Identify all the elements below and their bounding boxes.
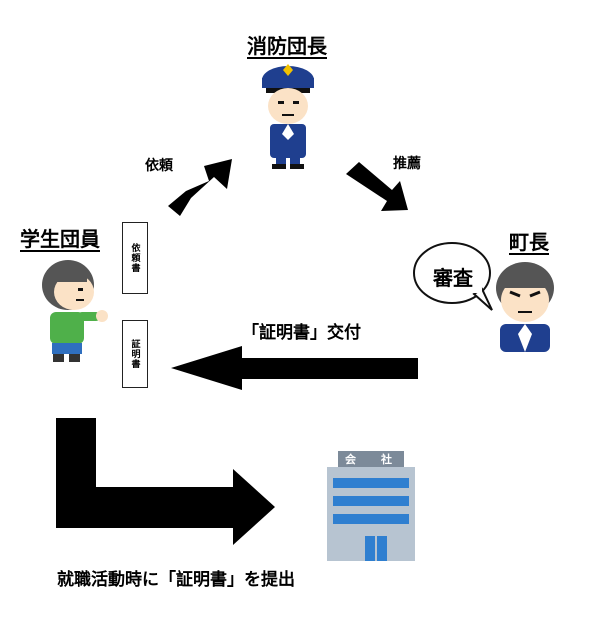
mayor-figure xyxy=(496,262,554,352)
submit-job-label: 就職活動時に「証明書」を提出 xyxy=(57,570,295,590)
building-sign-right: 社 xyxy=(381,453,392,466)
certificate-text: 証明書 xyxy=(129,339,140,369)
student-member-label: 学生団員 xyxy=(20,227,100,251)
certificate-arrow xyxy=(171,346,418,390)
review-speech-text: 審査 xyxy=(433,266,473,290)
request-letter-document: 依頼書 xyxy=(122,222,148,294)
student-figure xyxy=(42,260,108,362)
building-sign-left: 会 xyxy=(345,453,356,466)
certificate-document: 証明書 xyxy=(122,320,148,388)
request-arrow xyxy=(168,159,232,216)
submit-arrow xyxy=(56,418,275,545)
company-building xyxy=(327,451,415,561)
recommend-label: 推薦 xyxy=(393,156,421,172)
request-label: 依頼 xyxy=(145,158,173,174)
fire-chief-label: 消防団長 xyxy=(247,34,327,58)
request-letter-text: 依頼書 xyxy=(129,243,140,273)
speech-bubble xyxy=(413,242,493,311)
fire-chief-figure xyxy=(262,64,314,169)
certificate-issue-label: 「証明書」交付 xyxy=(242,323,361,343)
recommend-arrow xyxy=(346,162,408,211)
town-mayor-label: 町長 xyxy=(509,230,549,254)
